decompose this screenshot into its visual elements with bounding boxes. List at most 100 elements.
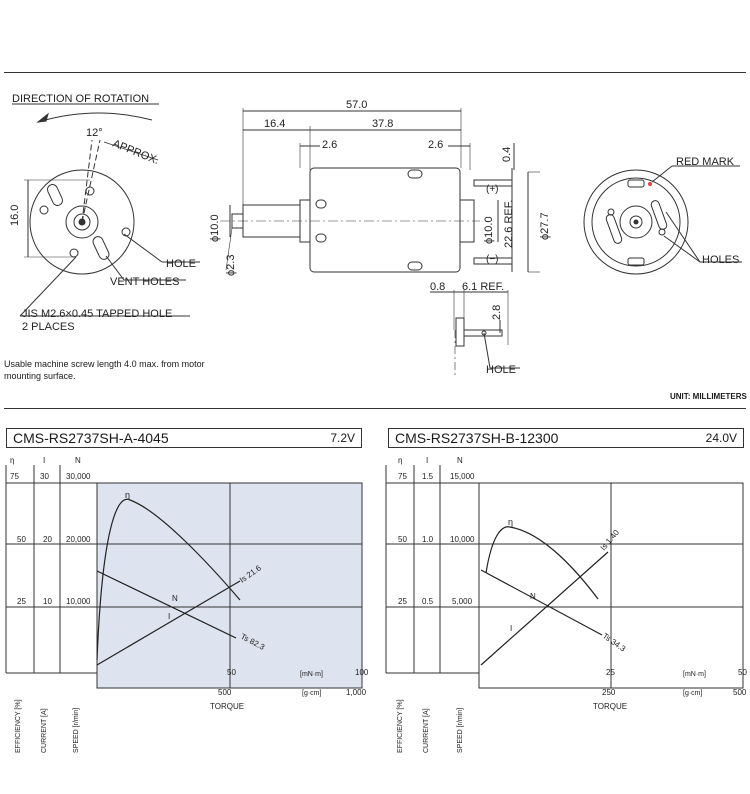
motor-drawing: DIRECTION OF ROTATION 12° APPROX. 16.0 H… — [9, 93, 742, 376]
terminal-top — [627, 179, 645, 188]
dim-16-4-label: 16.4 — [264, 118, 285, 130]
rear-plate-outline — [583, 169, 689, 275]
chart-a-gcm-unit: [g·cm] — [302, 690, 322, 697]
chart-b-i-header: I — [426, 456, 428, 465]
dim-57-label: 57.0 — [346, 99, 367, 111]
holes-label: HOLES — [702, 254, 739, 266]
chart-b-gcm-unit: [g·cm] — [683, 690, 703, 697]
chart-a-gcm-tick: 1,000 — [346, 688, 367, 697]
chart-b-eff-axis-title: EFFICIENCY [%] — [397, 699, 404, 753]
chart-b: η I N 75 1.5 15,000 50 1.0 10,000 25 0.5… — [385, 456, 747, 753]
chart-b-speed-line — [480, 569, 603, 636]
chart-a-i-label: I — [168, 612, 170, 621]
chart-a-eff-tick: 75 — [10, 472, 19, 481]
middle-rule — [4, 408, 746, 409]
chart-b-speed-tick: 15,000 — [450, 472, 475, 481]
approx-label: APPROX. — [111, 138, 161, 167]
chart-a-speed-tick: 20,000 — [66, 535, 91, 544]
chart-b-cur-tick: 1.0 — [422, 535, 434, 544]
top-rule — [4, 72, 746, 73]
dim-0-4-label: 0.4 — [501, 147, 513, 162]
screw-length-note: Usable machine screw length 4.0 max. fro… — [4, 359, 205, 381]
chart-b-eta-label: η — [508, 517, 513, 527]
front-end-view: DIRECTION OF ROTATION — [12, 93, 200, 317]
hole-label: HOLE — [166, 258, 196, 270]
dim-16-label: 16.0 — [9, 205, 21, 226]
chart-a-i-header: I — [43, 456, 45, 465]
vent-hole — [46, 184, 64, 206]
dim-37-8-label: 37.8 — [372, 118, 393, 130]
chart-b-n-header: N — [457, 456, 463, 465]
chart-a-cur-tick: 20 — [43, 535, 52, 544]
chart-a-voltage: 7.2V — [330, 431, 355, 445]
chart-b-speed-axis-title: SPEED [r/min] — [457, 708, 464, 753]
chart-b-gcm-tick: 500 — [733, 688, 747, 697]
chart-a-x-title: TORQUE — [210, 702, 244, 711]
dim-2-6-left-label: 2.6 — [322, 139, 337, 151]
chart-b-torque-unit: [mN·m] — [683, 671, 706, 678]
red-mark-icon — [648, 182, 652, 186]
motor-can — [309, 167, 461, 273]
chart-a-speed-tick: 10,000 — [66, 597, 91, 606]
minus-terminal-label: (−) — [486, 254, 499, 265]
chart-b-voltage: 24.0V — [705, 431, 737, 445]
plus-terminal-label: (+) — [486, 184, 499, 195]
vent-holes-label: VENT HOLES — [110, 276, 180, 288]
chart-b-speed-tick: 5,000 — [452, 597, 473, 606]
chart-a-torque-tick: 100 — [355, 668, 369, 677]
side-view — [220, 108, 540, 273]
chart-a-eff-tick: 50 — [17, 535, 26, 544]
dim-0-8-label: 0.8 — [430, 281, 445, 293]
end-plate-outline — [29, 169, 135, 275]
chart-a-eff-tick: 25 — [17, 597, 26, 606]
dim-2-6-right-label: 2.6 — [428, 139, 443, 151]
chart-a-cur-tick: 10 — [43, 597, 52, 606]
chart-a-speed-tick: 30,000 — [66, 472, 91, 481]
chart-b-gcm-tick: 250 — [602, 688, 616, 697]
red-mark-label: RED MARK — [676, 156, 735, 168]
rotation-title: DIRECTION OF ROTATION — [12, 93, 149, 105]
chart-b-eff-tick: 50 — [398, 535, 407, 544]
angle-label: 12° — [86, 127, 103, 139]
chart-a-torque-unit: [mN·m] — [300, 671, 323, 678]
chart-a-speed-axis-title: SPEED [r/min] — [73, 708, 80, 753]
chart-b-efficiency-curve — [485, 526, 599, 600]
phi-10-right-label: ϕ10.0 — [483, 216, 495, 244]
chart-a-eta-label: η — [125, 490, 130, 500]
phi-27-7-label: ϕ27.7 — [539, 212, 551, 240]
vent-hole — [92, 236, 110, 260]
phi-2-3-label: ϕ2.3 — [225, 255, 237, 276]
chart-b-eta-header: η — [398, 456, 402, 465]
chart-a-model: CMS-RS2737SH-A-4045 — [13, 430, 169, 446]
dim-2-8-label: 2.8 — [491, 305, 503, 320]
chart-a-n-header: N — [75, 456, 81, 465]
rear-end-view — [583, 165, 742, 275]
chart-b-model: CMS-RS2737SH-B-12300 — [395, 430, 559, 446]
chart-a-speed-line — [96, 570, 237, 639]
chart-b-eff-tick: 25 — [398, 597, 407, 606]
chart-b-eff-tick: 75 — [398, 472, 407, 481]
terminal-bottom — [627, 257, 645, 266]
chart-a-cur-axis-title: CURRENT [A] — [41, 708, 48, 753]
chart-b-i-label: I — [510, 624, 512, 633]
chart-a-efficiency-curve — [96, 498, 241, 661]
chart-b-cur-tick: 0.5 — [422, 597, 434, 606]
chart-b-x-title: TORQUE — [593, 702, 627, 711]
chart-b-speed-tick: 10,000 — [450, 535, 475, 544]
chart-a-n-label: N — [172, 594, 178, 603]
chart-b-n-label: N — [530, 592, 536, 601]
chart-b-cur-axis-title: CURRENT [A] — [423, 708, 430, 753]
terminal-detail — [430, 290, 520, 375]
chart-a-eta-header: η — [10, 456, 14, 465]
chart-a-torque-tick: 50 — [227, 668, 236, 677]
chart-a-current-line — [96, 580, 241, 666]
chart-a-gcm-tick: 500 — [218, 688, 232, 697]
chart-b-title-box: CMS-RS2737SH-B-12300 24.0V — [388, 428, 744, 448]
ref-6-1-label: 6.1 REF. — [462, 281, 504, 293]
chart-b-torque-tick: 50 — [738, 668, 747, 677]
terminal-hole-label: HOLE — [486, 364, 516, 376]
chart-b-current-line — [480, 551, 609, 666]
chart-a: η I N 75 30 30,000 50 20 20,000 25 10 10… — [5, 456, 369, 753]
tapped-hole-label: JIS M2.6×0.45 TAPPED HOLE — [22, 308, 172, 320]
chart-a-eff-axis-title: EFFICIENCY [%] — [15, 699, 22, 753]
